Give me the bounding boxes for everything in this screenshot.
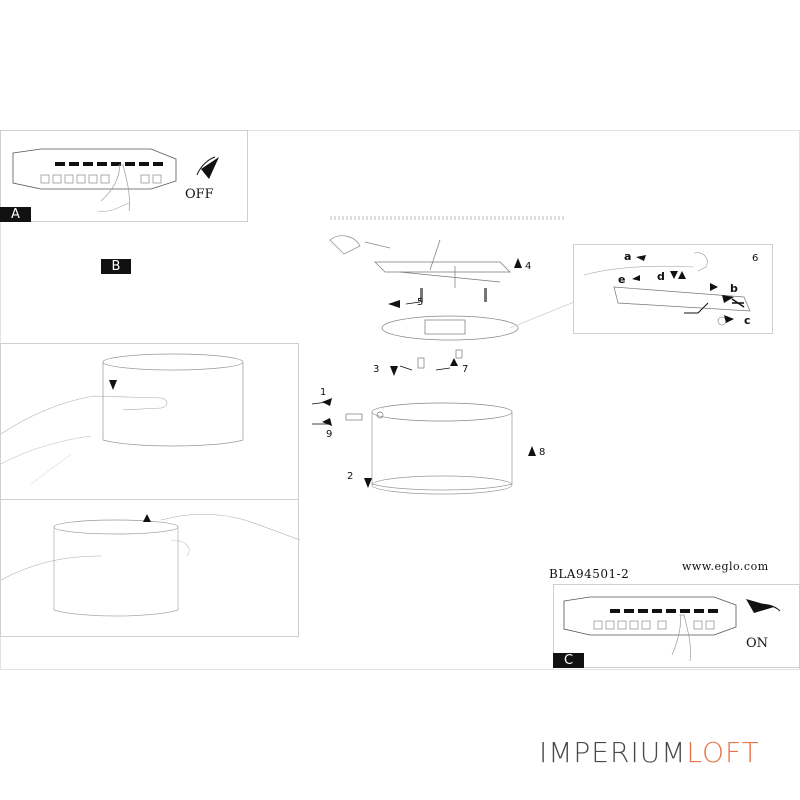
logo-part-imperium: IMPERIUM: [539, 736, 687, 769]
callout-a: a: [624, 250, 632, 263]
off-label: OFF: [185, 187, 214, 202]
terminal-block-off-illustration: [12, 148, 219, 212]
callout-e: e: [618, 273, 626, 286]
step-number-1: 1: [320, 387, 327, 398]
step-number-6: 6: [752, 253, 759, 264]
detail-inset: 6 a e d b c: [573, 244, 773, 334]
panel-b-bottom: [0, 499, 301, 637]
panel-c: ON: [553, 584, 800, 668]
exploded-assembly-diagram: [311, 216, 565, 495]
detail-leader-line: [509, 301, 575, 329]
model-code: BLA94501-2: [549, 567, 630, 581]
panel-c-badge: C: [553, 653, 584, 668]
callout-b: b: [730, 282, 738, 295]
panel-b-badge: B: [101, 259, 131, 274]
step-number-9: 9: [326, 429, 333, 440]
step-number-3: 3: [373, 364, 380, 375]
website-url: www.eglo.com: [682, 560, 769, 573]
panel-b-top: [0, 343, 299, 500]
logo-part-loft: LOFT: [686, 736, 760, 769]
on-label: ON: [746, 636, 769, 651]
step-number-5: 5: [417, 297, 424, 308]
terminal-block-on-illustration: [563, 596, 781, 662]
step-number-4: 4: [525, 261, 532, 272]
step-number-2: 2: [347, 471, 354, 482]
panel-a-badge: A: [0, 207, 31, 222]
step-number-8: 8: [539, 447, 546, 458]
hands-holding-shade-illustration: [0, 353, 244, 485]
panel-a: OFF: [0, 130, 248, 222]
wire-connection-detail-illustration: [583, 252, 751, 326]
hands-fitting-shade-illustration: [0, 513, 301, 617]
step-number-7: 7: [462, 364, 469, 375]
callout-c: c: [744, 314, 751, 327]
imperiumloft-watermark-logo: IMPERIUMLOFT: [539, 736, 760, 769]
callout-d: d: [657, 270, 665, 283]
